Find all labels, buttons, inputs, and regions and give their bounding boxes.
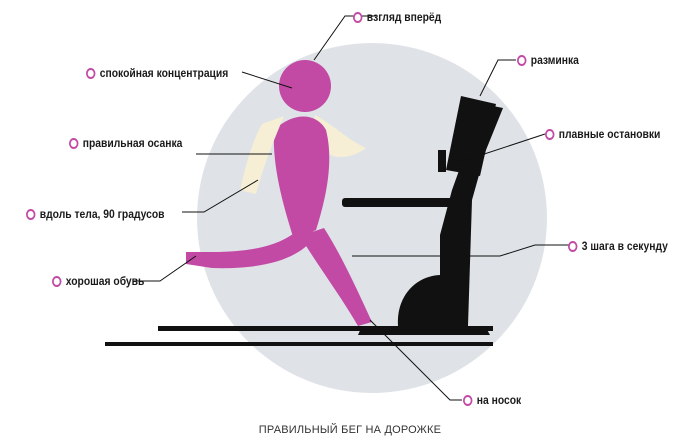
- label-calm-text: спокойная концентрация: [99, 66, 229, 80]
- bullet-icon: [86, 67, 96, 79]
- leader-smooth-stops: [459, 133, 546, 163]
- label-gaze-text: взгляд вперёд: [366, 10, 442, 24]
- label-smooth-stops: плавные остановки: [545, 127, 660, 141]
- bullet-icon: [52, 275, 62, 287]
- label-warmup: разминка: [517, 53, 579, 67]
- label-arms-text: вдоль тела, 90 градусов: [39, 207, 165, 221]
- label-smooth-stops-text: плавные остановки: [558, 127, 661, 141]
- leader-arms: [182, 179, 259, 213]
- leader-calm: [241, 71, 293, 89]
- label-arms: вдоль тела, 90 градусов: [26, 207, 165, 221]
- bullet-icon: [26, 208, 36, 220]
- bullet-icon: [353, 11, 363, 23]
- leader-toe: [369, 319, 462, 401]
- leader-warmup: [479, 59, 516, 97]
- label-posture: правильная осанка: [69, 136, 182, 150]
- leader-gaze: [313, 15, 376, 61]
- label-shoes: хорошая обувь: [52, 274, 144, 288]
- label-posture-text: правильная осанка: [82, 136, 183, 150]
- bullet-icon: [568, 240, 578, 252]
- label-cadence: 3 шага в секунду: [568, 239, 668, 253]
- label-toe-text: на носок: [476, 393, 522, 407]
- bullet-icon: [517, 54, 527, 66]
- label-toe: на носок: [463, 393, 521, 407]
- leader-cadence: [352, 244, 572, 257]
- leader-shoes: [134, 255, 197, 282]
- bullet-icon: [69, 137, 79, 149]
- background-circle: [197, 43, 547, 393]
- label-shoes-text: хорошая обувь: [65, 274, 145, 288]
- figure-caption: ПРАВИЛЬНЫЙ БЕГ НА ДОРОЖКЕ: [258, 424, 442, 436]
- bullet-icon: [545, 128, 555, 140]
- label-calm: спокойная концентрация: [86, 66, 228, 80]
- label-warmup-text: разминка: [530, 53, 579, 67]
- runner: [186, 60, 372, 326]
- leader-lines: [134, 15, 572, 401]
- label-cadence-text: 3 шага в секунду: [581, 239, 668, 253]
- bullet-icon: [463, 394, 473, 406]
- label-gaze: взгляд вперёд: [353, 10, 441, 24]
- treadmill: [105, 96, 503, 346]
